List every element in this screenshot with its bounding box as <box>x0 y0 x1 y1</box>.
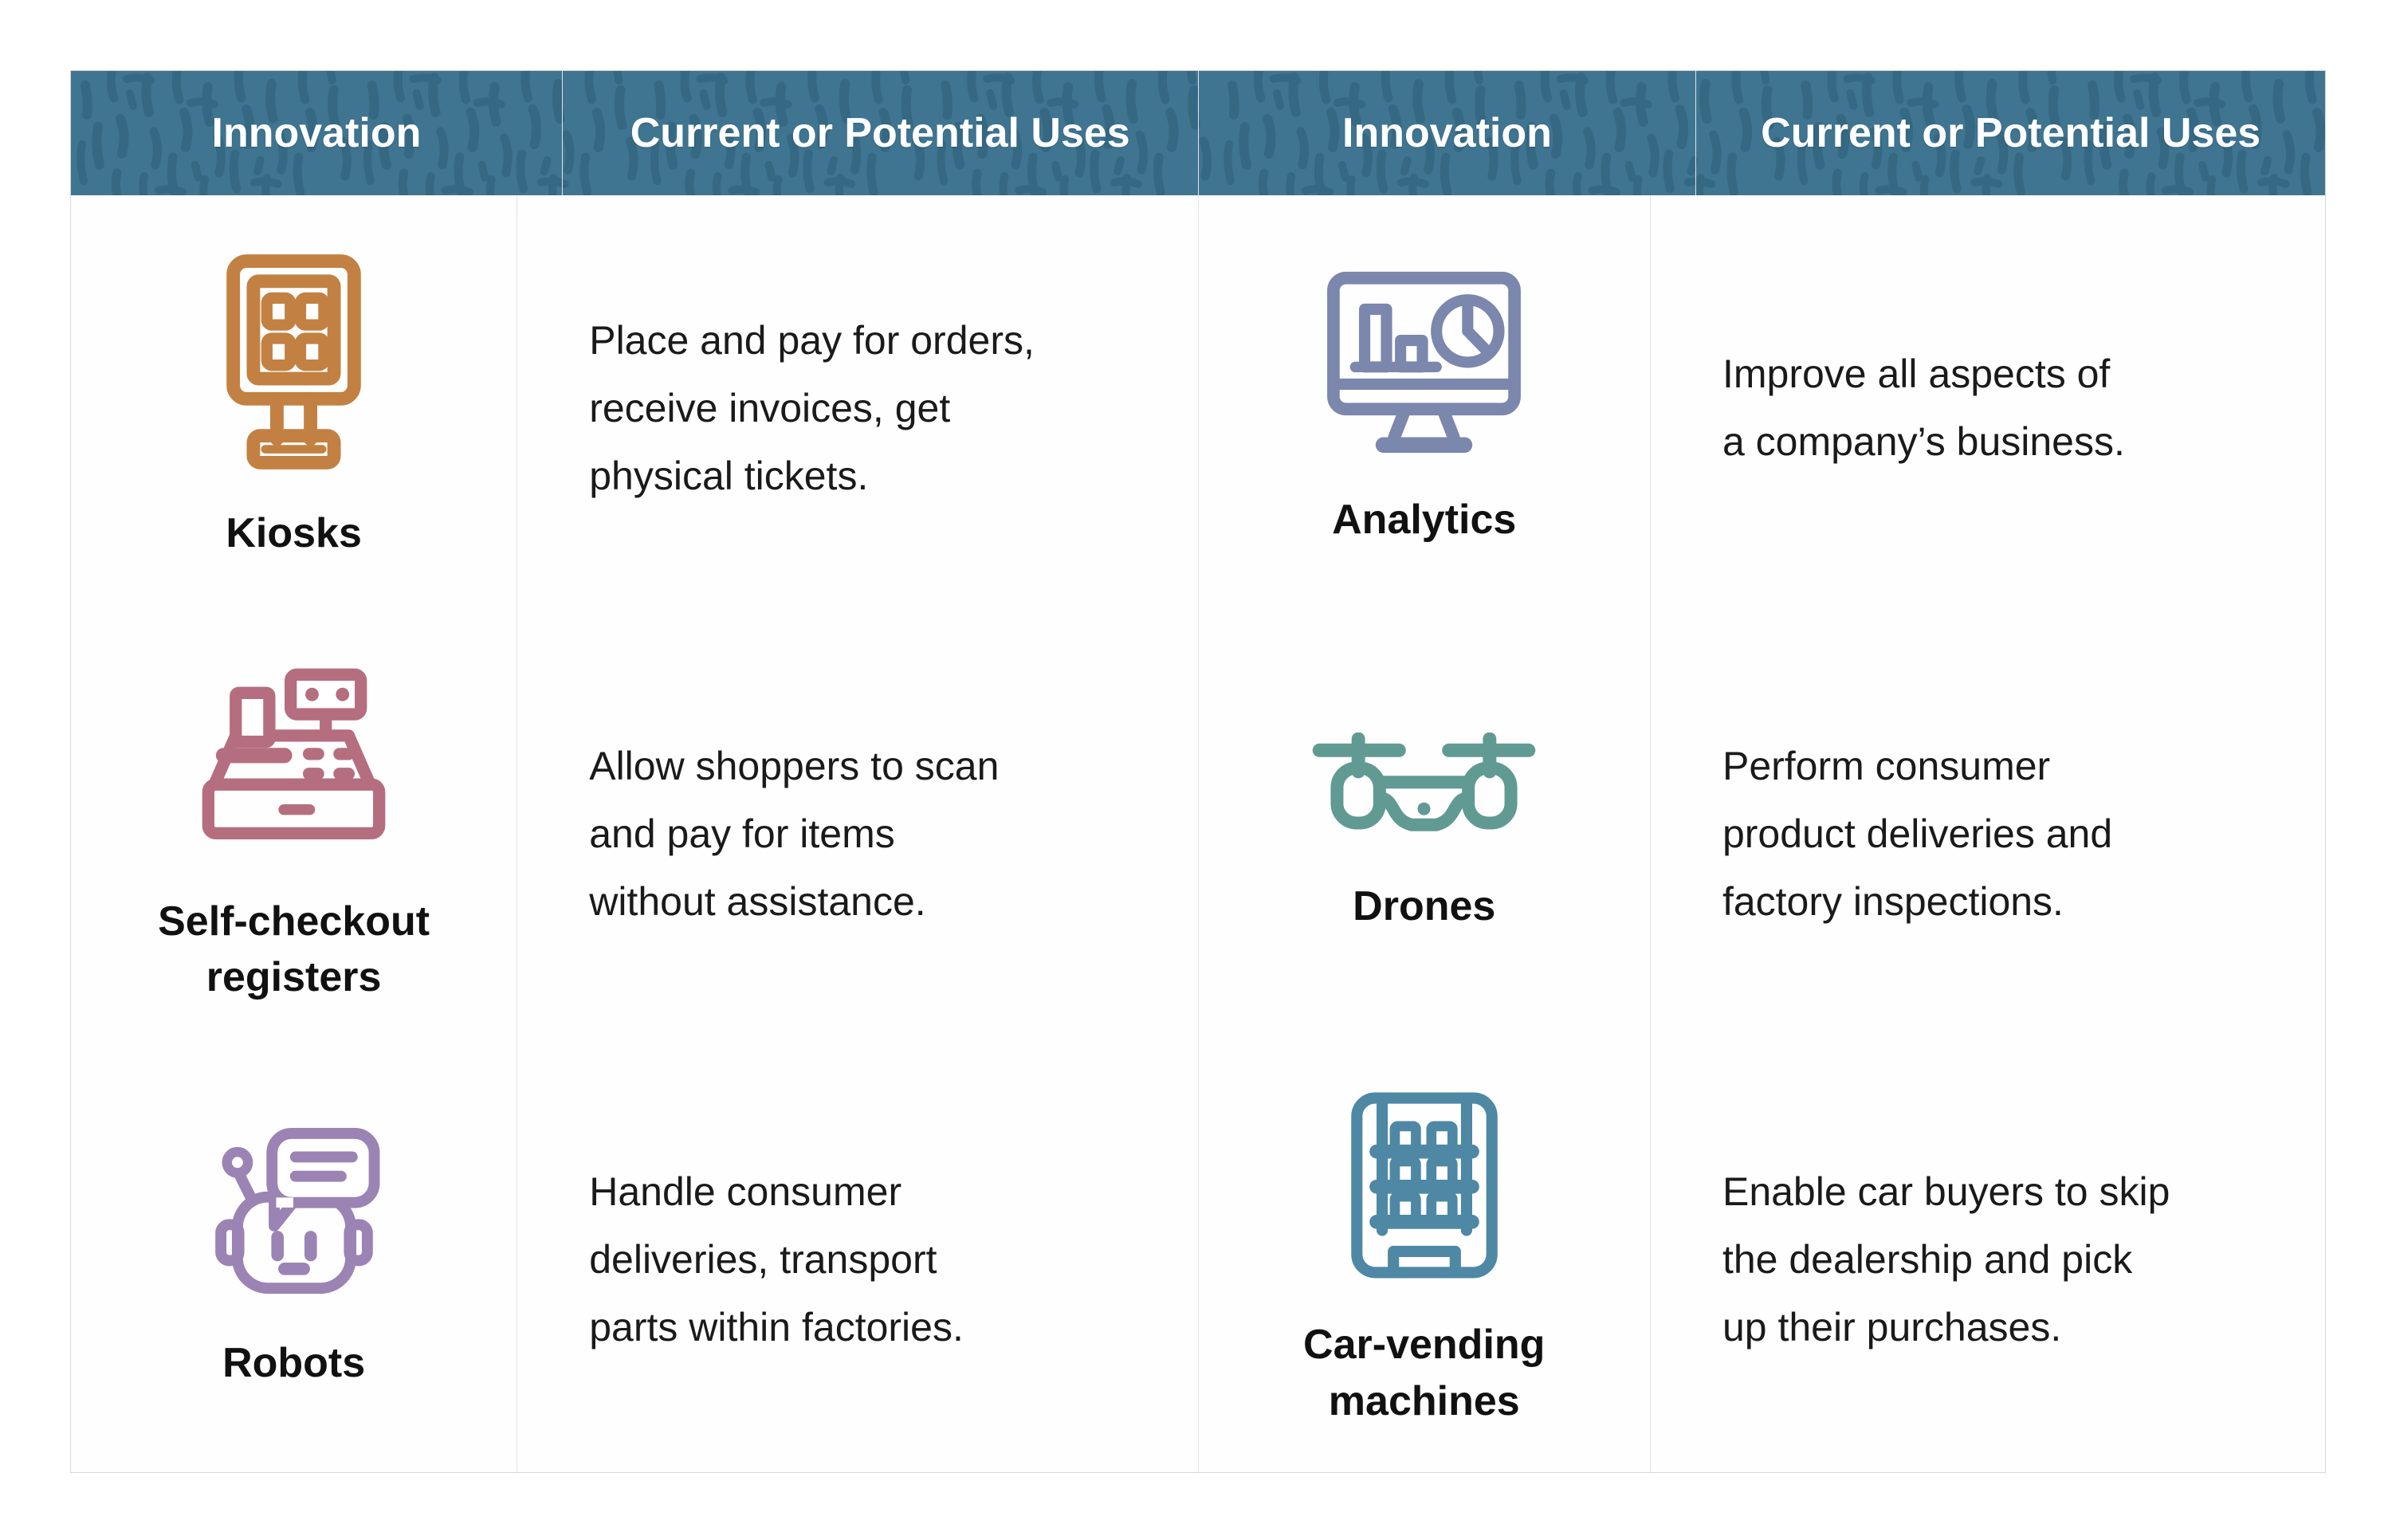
innovation-label: Car-vending machines <box>1303 1322 1546 1424</box>
table-row: Kiosks Place and pay for orders, receive… <box>71 195 2325 621</box>
uses-text: Allow shoppers to scan and pay for items… <box>589 743 1000 924</box>
uses-cell: Place and pay for orders, receive invoic… <box>517 195 1197 621</box>
uses-text: Perform consumer product deliveries and … <box>1722 743 2113 924</box>
uses-text: Enable car buyers to skip the dealership… <box>1722 1169 2170 1349</box>
analytics-icon <box>1327 271 1522 453</box>
table-row: Self-checkout registers Allow shoppers t… <box>71 621 2325 1047</box>
uses-cell: Enable car buyers to skip the dealership… <box>1649 1047 2325 1472</box>
innovation-cell-drones: Drones <box>1197 621 1650 1047</box>
uses-text: Place and pay for orders, receive invoic… <box>589 317 1035 498</box>
innovation-label: Self-checkout registers <box>158 898 430 1000</box>
uses-cell: Allow shoppers to scan and pay for items… <box>517 621 1197 1047</box>
innovation-cell-kiosks: Kiosks <box>71 195 517 621</box>
uses-cell: Handle consumer deliveries, transport pa… <box>517 1047 1197 1472</box>
drone-icon <box>1312 733 1536 832</box>
uses-cell: Improve all aspects of a company’s busin… <box>1649 195 2325 621</box>
innovation-cell-self-checkout: Self-checkout registers <box>71 621 517 1047</box>
innovation-cell-car-vending: Car-vending machines <box>1197 1047 1650 1472</box>
innovation-cell-analytics: Analytics <box>1197 195 1650 621</box>
vending-machine-icon <box>1350 1092 1498 1279</box>
cash-register-icon <box>202 668 386 839</box>
header-col-innovation-1: Innovation <box>211 110 422 156</box>
table-body: Kiosks Place and pay for orders, receive… <box>71 195 2325 1472</box>
innovation-label: Analytics <box>1332 496 1517 543</box>
innovation-label: Robots <box>222 1339 366 1386</box>
innovation-label: Drones <box>1353 883 1496 930</box>
table-row: Robots Handle consumer deliveries, trans… <box>71 1047 2325 1472</box>
kiosk-icon <box>226 254 361 470</box>
header-col-uses-1: Current or Potential Uses <box>561 71 1198 195</box>
innovation-cell-robots: Robots <box>71 1047 517 1472</box>
header-col-innovation-2: Innovation <box>1197 71 1696 195</box>
uses-cell: Perform consumer product deliveries and … <box>1649 621 2325 1047</box>
uses-text: Handle consumer deliveries, transport pa… <box>589 1169 964 1349</box>
uses-text: Improve all aspects of a company’s busin… <box>1722 352 2125 464</box>
innovation-label: Kiosks <box>226 510 362 557</box>
robot-icon <box>214 1127 380 1294</box>
header-col-uses-2: Current or Potential Uses <box>1695 71 2325 195</box>
innovation-uses-table: Innovation Current or Potential Uses Inn… <box>70 70 2326 1473</box>
table-header: Innovation Current or Potential Uses Inn… <box>71 71 2325 195</box>
